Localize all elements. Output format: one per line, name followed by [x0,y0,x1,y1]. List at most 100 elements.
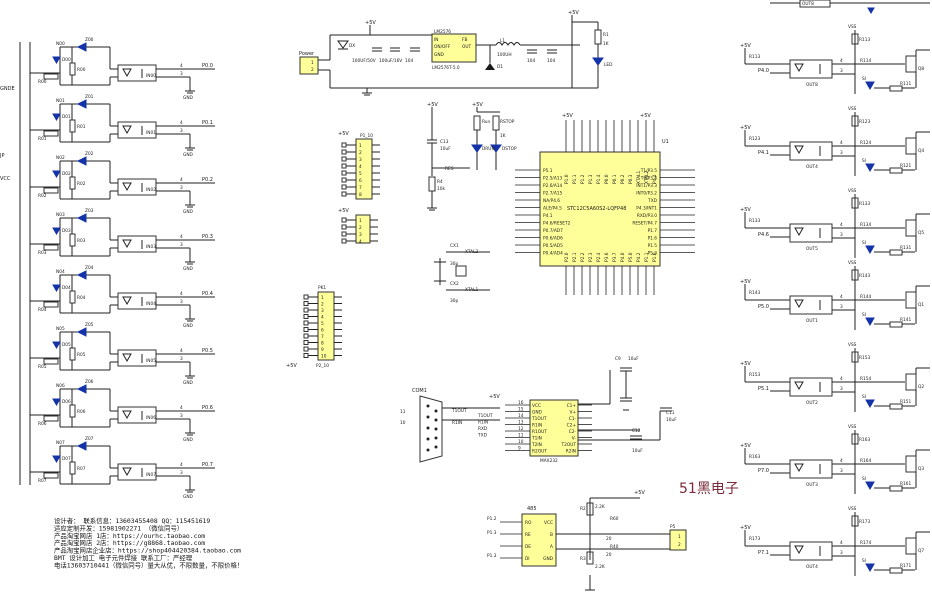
input-optocoupler [117,64,157,82]
info-line: BMT 设计加工 电子元件焊接 联系工厂：严经理 [54,553,193,562]
mcu-pin-label: P1.1 [572,174,578,184]
input-resistor [43,472,59,479]
mcu-pin-label: P2.7/A15 [543,191,563,197]
power-supply: Power 1 2 +5V DX 100UF/50V 100uF/16V 104… [299,10,613,96]
output-net-label: P4.6 [758,232,769,238]
svg-text:VSS: VSS [848,106,857,112]
svg-text:3: 3 [840,68,843,74]
shunt-resistor [69,176,76,190]
max232-net-label: TXD [477,433,488,439]
zener-led-icon [76,42,87,52]
input-net-label: P0.0 [202,63,213,69]
led-resistor-label: R111 [900,81,911,87]
mosfet-icon [905,291,917,309]
svg-text:1: 1 [311,60,314,66]
inductor-value: 100UH [497,52,512,58]
max232-vcc: +5V [489,394,500,400]
input-diode-label: D04 [62,285,71,291]
output-resistor-a: R113 [749,54,760,60]
mosfet-icon [905,373,917,391]
input-node-label: N03 [56,212,65,218]
svg-text:1K: 1K [500,133,506,139]
svg-text:4: 4 [180,348,183,354]
led-resistor-label: R141 [900,317,911,323]
mcu-pin-label: NA/P4.6 [543,198,560,204]
svg-text:10k: 10k [437,186,445,192]
input-resistor [43,73,59,80]
mcu-pin-label: P1.6 [648,236,658,242]
max232-pin-label: R2IN [566,449,576,455]
top-led-icon [867,7,875,14]
input-resistor-label: R00 [38,79,47,85]
header-pin-number: 3 [321,308,324,314]
pullup-resistor [851,115,859,127]
svg-text:4: 4 [840,458,843,464]
header-pin-number: 7 [359,185,362,191]
input-optocoupler [117,406,157,424]
svg-text:10: 10 [400,420,406,426]
input-net-label: P0.5 [202,348,213,354]
svg-text:10uF: 10uF [632,448,643,454]
zener-led-icon [76,99,87,109]
svg-text:3: 3 [180,356,183,362]
input-diode-label: D02 [62,171,71,177]
mosfet-icon [905,455,917,473]
input-diode-icon [52,284,61,292]
header-pin-icon [341,177,347,183]
input-diode-icon [52,455,61,463]
mcu-pin-label: P1.3 [588,174,594,184]
mcu-pin-label: P2.2 [580,252,586,262]
header-pin-number: 3 [359,157,362,163]
zener-label: Z02 [85,151,94,157]
mosfet-label: Q2 [918,384,924,390]
pullup-label: R123 [859,119,870,125]
pullup-label: R173 [859,519,870,525]
mcu-pin-label: P3.6 [604,252,610,262]
mcu-top-gnd: +5V [640,113,651,119]
svg-text:3: 3 [840,304,843,310]
zener-label: Z04 [85,265,94,271]
svg-text:4: 4 [180,234,183,240]
svg-text:R4: R4 [437,179,443,185]
svg-text:GND: GND [434,52,445,58]
info-line: 产品淘宝网店 1店：https://ourhc.taobao.com [54,531,205,540]
header-pin-icon [341,142,347,148]
optocoupler-label: IN04 [146,301,156,307]
max232-net-label: R1IN [478,420,488,426]
svg-text:R1IN: R1IN [452,420,462,426]
shunt-resistor-label: R07 [77,466,86,472]
header-pin-number: 8 [359,192,362,198]
info-line: 产品淘宝网店 2店：https://g8868.taobao.com [54,538,205,547]
db9-connector-icon [419,395,443,463]
header1-vcc: +5V [338,131,349,137]
svg-text:DSTOP: DSTOP [502,146,517,152]
max232-pin-label: R1IN [532,423,542,429]
output-resistor-a: R153 [749,372,760,378]
crystal-circuit: CX1 CX2 30p 30p XTAL2 XTAL1 [434,243,490,304]
reset-circuit: +5V C13 10uF RES R4 10k [427,102,470,211]
gate-resistor-label: R114 [860,58,871,64]
output-resistor-a: R123 [749,136,760,142]
status-led-icon [865,563,875,573]
mcu-pin-label: P4.6/RESET2 [543,221,571,227]
opto-led-icon [122,296,132,306]
rs485-vcc: +5V [634,490,645,496]
max232-pin-number: 13 [518,420,524,426]
svg-text:2: 2 [311,67,314,73]
mcu-stc12c5a60s2: +5V +5V U1 STC12C5A60S2-LQFP48 P5.1P2.5/… [515,113,695,295]
svg-text:P2_10: P2_10 [316,363,329,369]
svg-text:SI: SI [862,240,866,246]
svg-text:DRUN: DRUN [482,146,495,152]
header-pin-number: 1 [359,218,362,224]
svg-text:4: 4 [180,177,183,183]
mcu-pin-label: RXD/P3.0 [637,213,657,219]
output-resistor-a: R173 [749,536,760,542]
input-section: GNDE VCC JP N00Z00R00D00R00IN00GNDP0.043… [0,37,215,500]
opto-led-icon [122,239,132,249]
max232-pin-number: 12 [518,426,524,432]
